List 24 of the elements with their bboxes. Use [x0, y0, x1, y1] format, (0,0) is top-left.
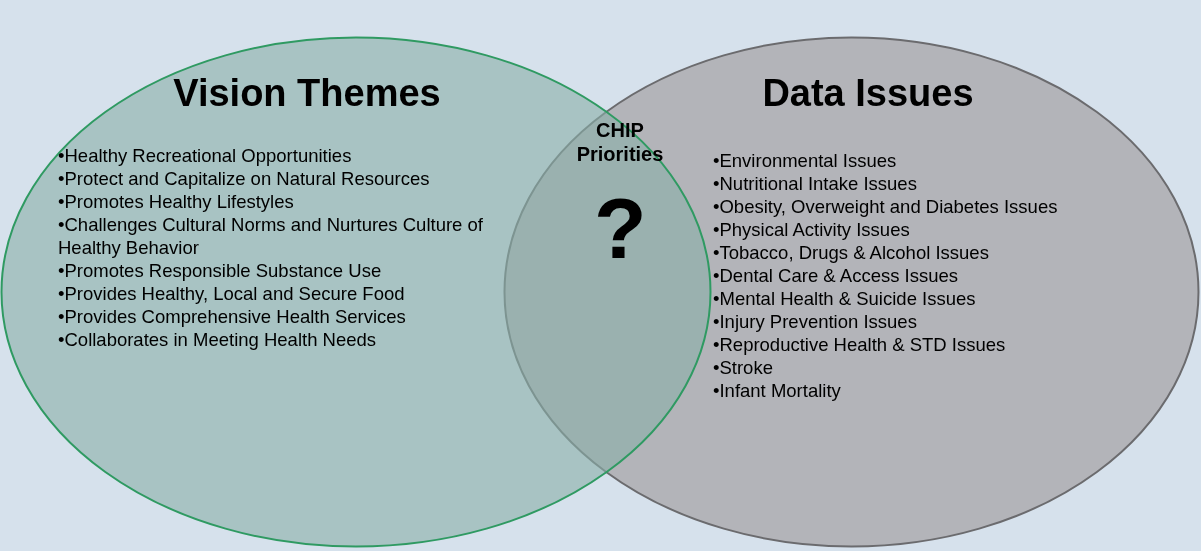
bullet-item: •Obesity, Overweight and Diabetes Issues	[713, 196, 1059, 219]
venn-circle	[503, 36, 1200, 548]
bullet-item: •Mental Health & Suicide Issues	[713, 288, 977, 311]
bullet-item: •Challenges Cultural Norms and Nurtures Culture of Healthy Behavior	[58, 214, 484, 260]
bullet-item: •Healthy Recreational Opportunities	[58, 145, 353, 168]
bullet-item: •Dental Care & Access Issues	[713, 265, 960, 288]
circle-heading: Vision Themes	[172, 72, 442, 115]
bullet-item: •Reproductive Health & STD Issues	[713, 334, 1007, 357]
bullet-item: •Nutritional Intake Issues	[713, 173, 918, 196]
bullet-item: •Protect and Capitalize on Natural Resources	[58, 168, 431, 191]
bullet-item: •Provides Healthy, Local and Secure Food	[58, 283, 406, 306]
bullet-item: •Promotes Responsible Substance Use	[58, 260, 383, 283]
bullet-item: •Stroke	[713, 357, 774, 380]
question-mark: ?	[594, 180, 647, 276]
circle-heading: Data Issues	[761, 72, 975, 115]
bullet-item: •Provides Comprehensive Health Services	[58, 306, 407, 329]
bullet-item: •Infant Mortality	[713, 380, 842, 403]
bullet-item: •Tobacco, Drugs & Alcohol Issues	[713, 242, 990, 265]
bullet-item: •Physical Activity Issues	[713, 219, 911, 242]
bullet-item: •Collaborates in Meeting Health Needs	[58, 329, 378, 352]
bullet-item: •Promotes Healthy Lifestyles	[58, 191, 295, 214]
bullet-item: •Injury Prevention Issues	[713, 311, 918, 334]
venn-circle	[0, 36, 712, 548]
bullet-item: •Environmental Issues	[713, 150, 898, 173]
